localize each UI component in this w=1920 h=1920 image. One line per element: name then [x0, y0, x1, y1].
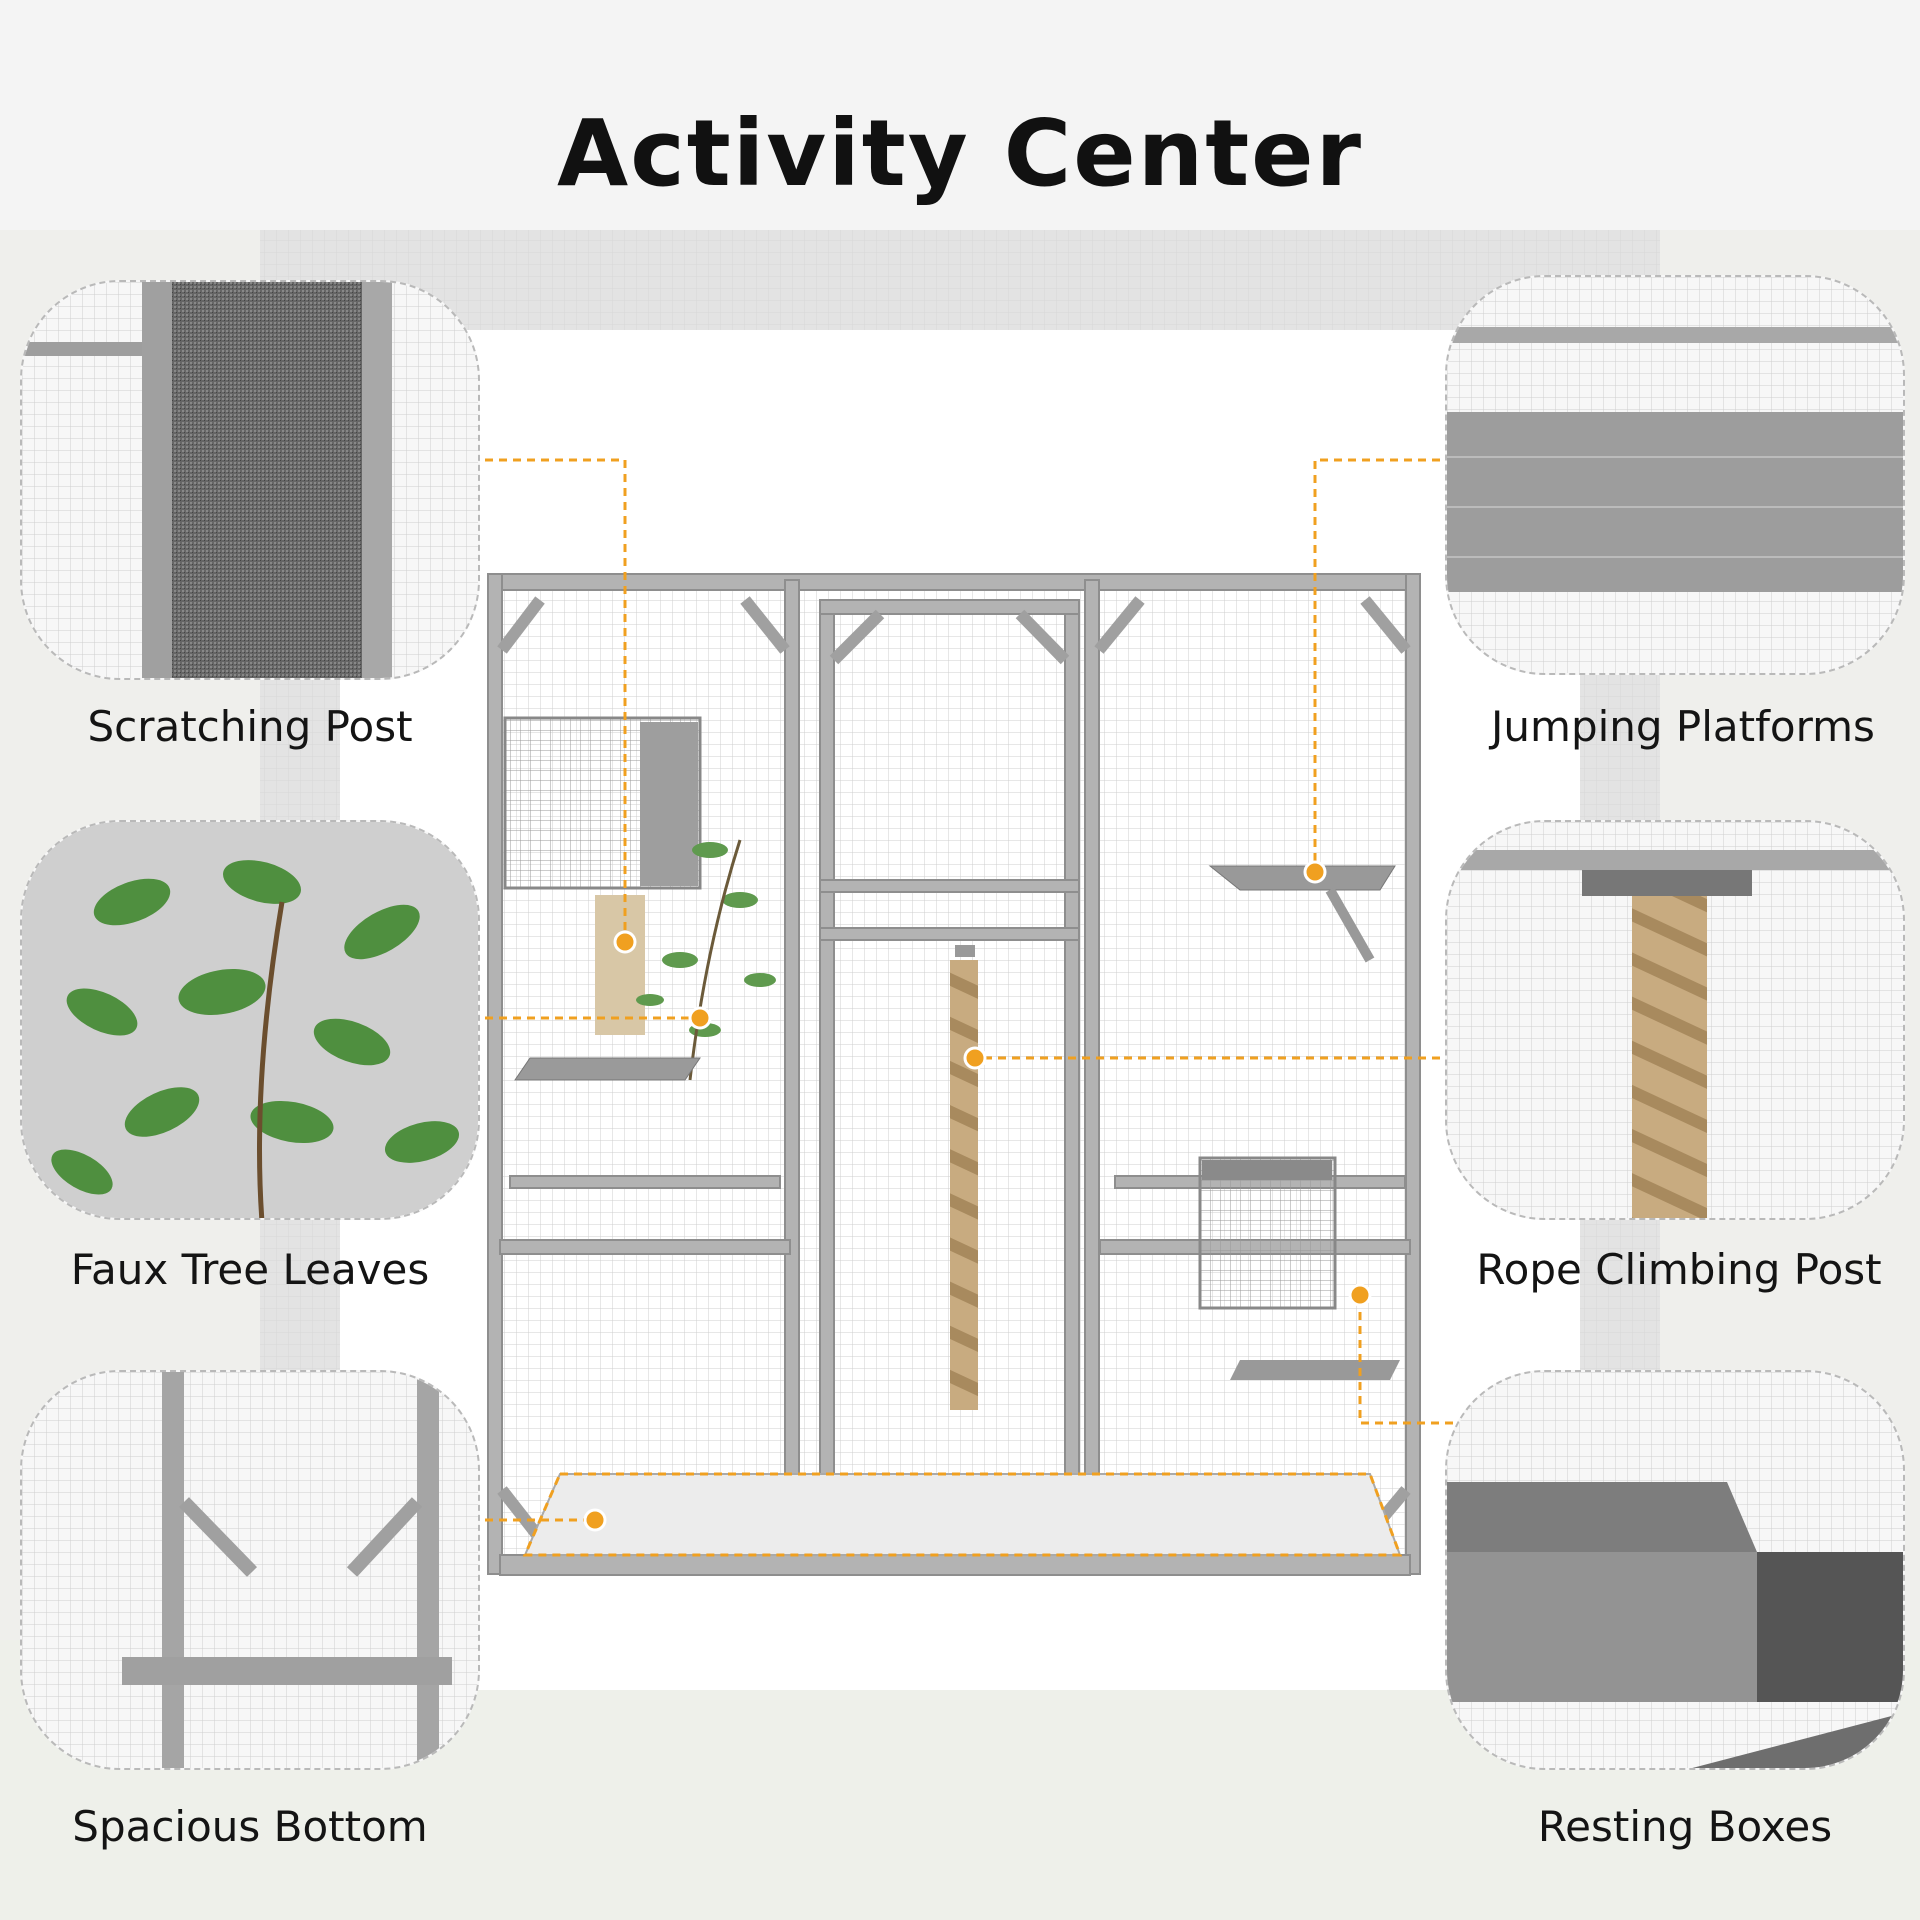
plant	[636, 839, 776, 1081]
cage-frame	[487, 573, 1421, 1576]
label-faux-tree-leaves: Faux Tree Leaves	[70, 1245, 430, 1294]
rope-climbing-post-detail	[1445, 820, 1905, 1220]
right-platform	[1208, 865, 1396, 963]
page-title: Activity Center	[557, 100, 1363, 207]
label-rope-climbing-post: Rope Climbing Post	[1476, 1245, 1882, 1294]
label-resting-boxes: Resting Boxes	[1537, 1802, 1833, 1851]
callout-dots	[583, 860, 1372, 1532]
hanging-rope	[950, 945, 978, 1410]
label-jumping-platforms: Jumping Platforms	[1491, 702, 1875, 751]
resting-boxes-detail	[1445, 1370, 1905, 1770]
spacious-bottom-detail	[20, 1370, 480, 1770]
right-resting-box	[1198, 1156, 1400, 1380]
cage-floor	[523, 1473, 1402, 1556]
label-scratching-post: Scratching Post	[87, 702, 413, 751]
callout-lines	[485, 458, 1480, 1557]
scratching-post-detail	[20, 280, 480, 680]
left-platform	[514, 1057, 701, 1081]
scratching-post	[595, 895, 645, 1035]
left-resting-box	[503, 716, 702, 890]
jumping-platforms-detail	[1445, 275, 1905, 675]
label-spacious-bottom: Spacious Bottom	[72, 1802, 428, 1851]
faux-tree-leaves-detail	[20, 820, 480, 1220]
